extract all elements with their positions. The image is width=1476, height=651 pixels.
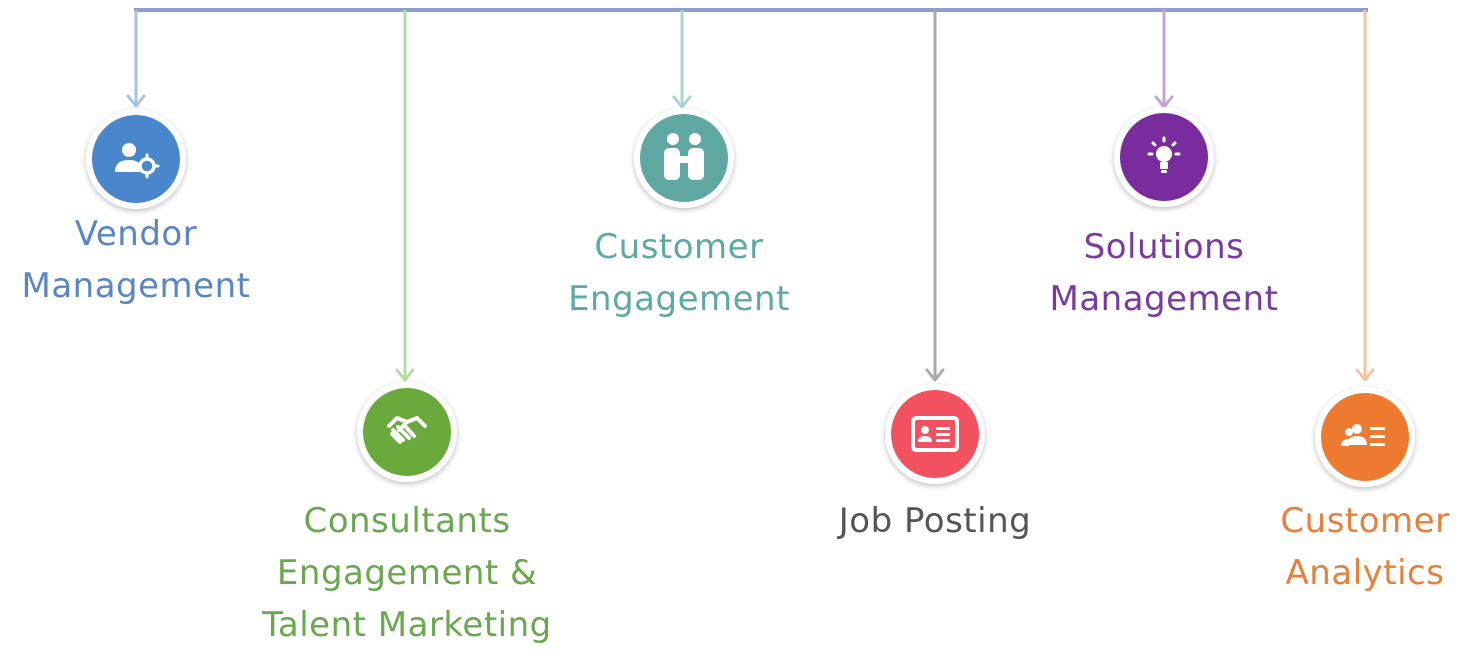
label-vendor-line-2: Management xyxy=(21,266,251,306)
label-consultants-line-1: Consultants xyxy=(303,501,511,541)
label-analytics: Customer Analytics xyxy=(1256,495,1474,599)
node-vendor-circle xyxy=(86,109,186,209)
people-meeting-icon xyxy=(664,133,704,180)
label-engagement-line-1: Customer xyxy=(594,227,764,267)
label-solutions-line-2: Management xyxy=(1049,279,1279,319)
label-analytics-line-1: Customer xyxy=(1280,501,1450,541)
label-vendor-line-1: Vendor xyxy=(74,214,198,254)
label-solutions: Solutions Management xyxy=(1020,221,1308,325)
user-list-icon xyxy=(1341,424,1385,446)
label-consultants-line-2: Engagement & xyxy=(276,553,538,593)
connector-analytics xyxy=(1355,10,1375,382)
connector-vendor xyxy=(126,10,146,108)
label-job: Job Posting xyxy=(795,495,1075,547)
label-engagement-line-2: Engagement xyxy=(568,279,790,319)
label-vendor: Vendor Management xyxy=(0,208,272,312)
label-job-line-1: Job Posting xyxy=(838,501,1032,541)
connector-solutions xyxy=(1154,10,1174,109)
node-engagement-circle xyxy=(634,108,734,208)
node-analytics-circle xyxy=(1315,387,1415,487)
node-solutions-circle xyxy=(1114,107,1214,207)
node-consultants-circle xyxy=(357,382,457,482)
label-analytics-line-2: Analytics xyxy=(1285,553,1445,593)
node-job-circle xyxy=(885,384,985,484)
connector-job xyxy=(925,10,945,382)
label-consultants-line-3: Talent Marketing xyxy=(262,605,552,645)
label-engagement: Customer Engagement xyxy=(534,221,824,325)
connector-consultants xyxy=(395,10,415,382)
id-card-icon xyxy=(911,416,959,452)
handshake-icon xyxy=(387,416,427,444)
label-consultants: Consultants Engagement & Talent Marketin… xyxy=(232,495,582,651)
user-gear-icon xyxy=(115,143,160,179)
lightbulb-icon xyxy=(1147,136,1181,173)
label-solutions-line-1: Solutions xyxy=(1083,227,1245,267)
connector-engagement xyxy=(672,10,692,109)
